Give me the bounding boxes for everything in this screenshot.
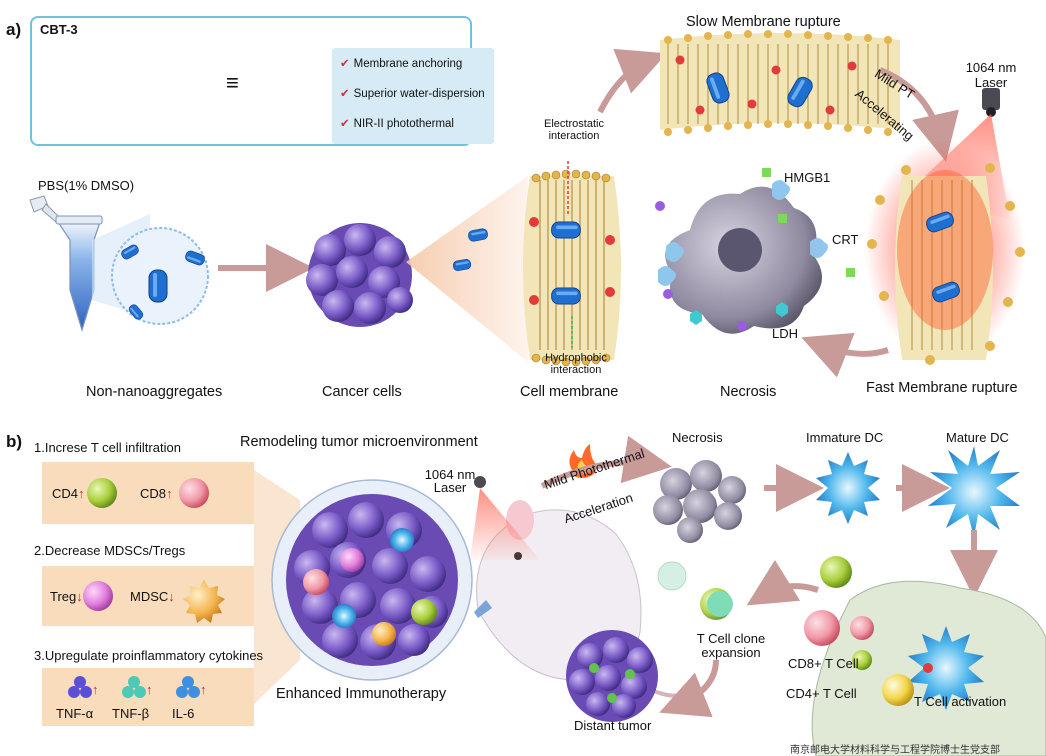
down-arrow-icon: ↓ [76, 589, 83, 604]
molecule-name: CBT-3 [40, 22, 78, 37]
distant-tumor-label: Distant tumor [574, 718, 652, 733]
property-item: ✔Superior water-dispersion [340, 88, 485, 100]
tube-icon [55, 215, 103, 333]
remodeling-label: Remodeling tumor microenvironment [240, 434, 478, 450]
property-item: ✔Membrane anchoring [340, 58, 463, 70]
crt-label: CRT [832, 232, 859, 247]
up-arrow-icon: ↑ [146, 682, 153, 697]
cd4-tcell-label: CD4+ T Cell [786, 686, 857, 701]
pbs-label: PBS(1% DMSO) [38, 178, 135, 193]
step3-title: 3.Upregulate proinflammatory cytokines [34, 648, 264, 663]
cd8-label: CD8↑ [140, 486, 173, 501]
immature-dc-icon [816, 452, 880, 524]
laser-device-a [982, 88, 1000, 117]
mature-dc-label: Mature DC [946, 430, 1009, 445]
laser-label-a: 1064 nm Laser [965, 60, 1017, 90]
cancer-cell-cluster [306, 223, 413, 327]
arrow-mouse-to-necrosis [540, 435, 672, 489]
down-arrow-icon: ↓ [168, 589, 175, 604]
up-arrow-icon: ↑ [92, 682, 99, 697]
ldh-label: LDH [772, 326, 799, 341]
cd4-label: CD4↑ [52, 486, 85, 501]
step2-title: 2.Decrease MDSCs/Tregs [34, 543, 186, 558]
necrosis-cell [665, 186, 822, 334]
damp-particles [655, 168, 855, 331]
check-icon: ✔ [340, 118, 350, 130]
tcell-activation-label: T Cell activation [914, 694, 1007, 709]
panel-a-letter: a) [6, 20, 22, 39]
pipette-icon [29, 195, 61, 223]
fast-rupture-membrane [865, 140, 1025, 365]
remodeled-tumor [271, 479, 473, 681]
slow-rupture-label: Slow Membrane rupture [686, 14, 841, 30]
electrostatic-label: Electrostatic interaction [544, 118, 604, 142]
panel-b-letter: b) [6, 432, 23, 451]
immature-dc-label: Immature DC [806, 430, 884, 445]
enhanced-immunotherapy-label: Enhanced Immunotherapy [276, 686, 447, 702]
necrosis-cluster-b [653, 460, 746, 543]
check-icon: ✔ [340, 58, 350, 70]
treg-label: Treg↓ [50, 589, 83, 604]
arrow-to-distant-tumor [659, 659, 719, 718]
up-arrow-icon: ↑ [78, 486, 85, 501]
arrow-to-necrosis [801, 332, 889, 378]
mdsc-label: MDSC↓ [130, 589, 175, 604]
tcells-activation [804, 556, 874, 670]
distant-tumor-icon [566, 630, 658, 722]
stage-label-cell-membrane: Cell membrane [520, 384, 619, 400]
laser-device-b [470, 476, 540, 560]
slow-rupture-membrane [660, 30, 900, 136]
cell-membrane-bilayer [523, 169, 621, 367]
tcell-clone-cells [657, 561, 733, 620]
stage-label-cancer-cells: Cancer cells [322, 384, 402, 400]
zoom-circle [92, 214, 209, 325]
stage-label-fast-rupture: Fast Membrane rupture [866, 380, 1018, 396]
tnf-b-label: TNF-β [112, 706, 150, 721]
property-list: ✔Membrane anchoring ✔Superior water-disp… [332, 48, 494, 144]
hmgb1-label: HMGB1 [784, 170, 831, 185]
arrow-to-clone [746, 559, 819, 606]
laser-label-b: 1064 nm Laser [424, 467, 476, 495]
il6-label: IL-6 [172, 706, 195, 721]
check-icon: ✔ [340, 88, 350, 100]
cbt3-structure-box: CBT-3 ≡ ✔Membrane anchoring ✔Superior wa… [30, 16, 494, 146]
cd8-tcell-label: CD8+ T Cell [788, 656, 859, 671]
step1-box [42, 462, 254, 524]
watermark: 南京邮电大学材料科学与工程学院博士生党支部 [790, 745, 1000, 756]
up-arrow-icon: ↑ [166, 486, 173, 501]
equiv-symbol: ≡ [226, 70, 239, 95]
up-arrow-icon: ↑ [200, 682, 207, 697]
arrow-to-slow-rupture [597, 48, 667, 114]
hydrophobic-label: Hydrophobic interaction [545, 352, 607, 376]
arrow-to-fast-rupture [878, 67, 959, 162]
step1-title: 1.Increse T cell infiltration [34, 440, 181, 455]
stage-label-necrosis: Necrosis [720, 384, 777, 400]
property-item: ✔NIR-II photothermal [340, 118, 454, 130]
tcell-clone-label: T Cell clone expansion [696, 631, 766, 660]
necrosis-label-b: Necrosis [672, 430, 723, 445]
tnf-a-label: TNF-α [56, 706, 94, 721]
stage-label-non-nanoaggregates: Non-nanoaggregates [86, 384, 223, 400]
mature-dc-icon [928, 446, 1020, 538]
